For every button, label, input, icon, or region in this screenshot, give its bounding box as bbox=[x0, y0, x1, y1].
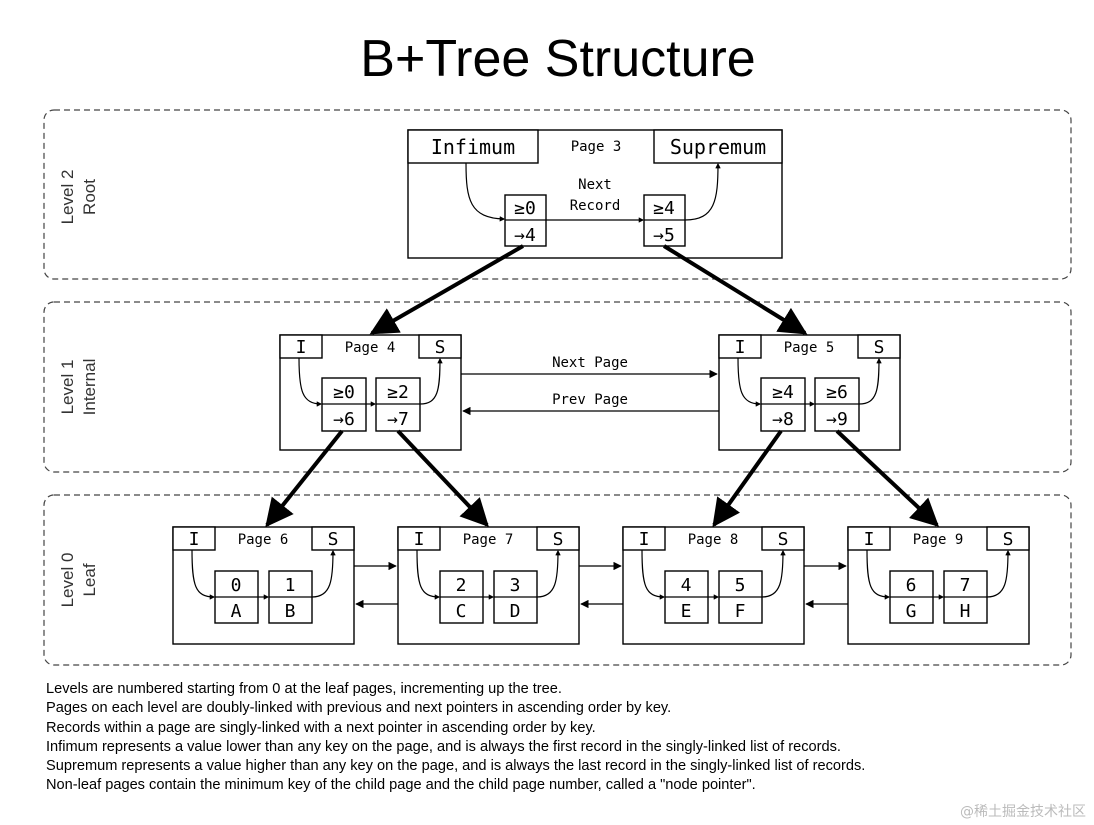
root-infimum-label: Infimum bbox=[431, 135, 515, 159]
page-7-record-1-key: 3 bbox=[510, 575, 521, 596]
page-7-infimum: I bbox=[414, 529, 425, 550]
page-9-record-0-key: 6 bbox=[906, 575, 917, 596]
note-infimum: Infimum represents a value lower than an… bbox=[46, 738, 841, 755]
page-title: B+Tree Structure bbox=[360, 30, 755, 88]
page-6-supremum: S bbox=[328, 529, 339, 550]
page-6-record-0-val: A bbox=[231, 601, 242, 622]
page-5-infimum: I bbox=[735, 337, 746, 358]
root-record-0-ptr: →4 bbox=[514, 225, 536, 246]
root-infimum-link bbox=[465, 162, 506, 222]
page-6-record-0-key: 0 bbox=[231, 575, 242, 596]
page-4-record-0-ptr: →6 bbox=[333, 409, 355, 430]
note-supremum: Supremum represents a value higher than … bbox=[46, 758, 866, 775]
level-0-label: Level 0 Leaf bbox=[58, 553, 99, 608]
page-4-number: Page 4 bbox=[345, 340, 396, 356]
page-8-record-0-key: 4 bbox=[681, 575, 692, 596]
svg-text:Level 1: Level 1 bbox=[58, 360, 77, 415]
level-2-band bbox=[43, 109, 1072, 280]
page-9-record-1-val: H bbox=[960, 601, 971, 622]
next-page-label: Next Page bbox=[552, 355, 628, 371]
page-6-record-1-val: B bbox=[285, 601, 296, 622]
page-7-record-0-val: C bbox=[456, 601, 467, 622]
next-record-label-1: Next bbox=[578, 177, 612, 193]
root-supremum-cell bbox=[653, 129, 783, 164]
note-singly-linked: Records within a page are singly-linked … bbox=[46, 719, 596, 736]
page-5-record-1-key: ≥6 bbox=[826, 382, 848, 403]
svg-text:Internal: Internal bbox=[80, 359, 99, 416]
page-8-supremum: S bbox=[778, 529, 789, 550]
root-page-number: Page 3 bbox=[571, 139, 622, 155]
explanation-notes: Levels are numbered starting from 0 at t… bbox=[46, 680, 1046, 796]
page-4-record-0-key: ≥0 bbox=[333, 382, 355, 403]
page-8-record-1-val: F bbox=[735, 601, 746, 622]
page-5-record-0-key: ≥4 bbox=[772, 382, 794, 403]
page-4-record-1-key: ≥2 bbox=[387, 382, 409, 403]
leaf-page-6: I S Page 6 0 A 1 B bbox=[172, 526, 355, 645]
page-6-record-1-key: 1 bbox=[285, 575, 296, 596]
page-4-record-1-ptr: →7 bbox=[387, 409, 409, 430]
note-doubly-linked: Pages on each level are doubly-linked wi… bbox=[46, 700, 672, 717]
root-record-0-key: ≥0 bbox=[514, 198, 536, 219]
page-4-supremum: S bbox=[435, 337, 446, 358]
level-2-label: Level 2 Root bbox=[58, 170, 99, 225]
page-5-number: Page 5 bbox=[784, 340, 835, 356]
node-pointer-arrows bbox=[265, 244, 940, 528]
leaf-page-7: I S Page 7 2 C 3 D bbox=[397, 526, 580, 645]
root-record-1-key: ≥4 bbox=[653, 198, 675, 219]
page-7-number: Page 7 bbox=[463, 532, 514, 548]
note-levels: Levels are numbered starting from 0 at t… bbox=[46, 681, 562, 697]
page-8-number: Page 8 bbox=[688, 532, 739, 548]
root-supremum-link bbox=[684, 162, 721, 221]
page-6-number: Page 6 bbox=[238, 532, 289, 548]
leaf-page-9: I S Page 9 6 G 7 H bbox=[847, 526, 1030, 645]
internal-page-5: I S Page 5 ≥4 →8 ≥6 →9 bbox=[718, 334, 901, 451]
leaf-sibling-links bbox=[354, 561, 848, 609]
root-supremum-label: Supremum bbox=[670, 135, 766, 159]
leaf-page-8: I S Page 8 4 E 5 F bbox=[622, 526, 805, 645]
page-9-record-0-val: G bbox=[906, 601, 917, 622]
page-9-supremum: S bbox=[1003, 529, 1014, 550]
page-9-number: Page 9 bbox=[913, 532, 964, 548]
svg-text:Level 0: Level 0 bbox=[58, 553, 77, 608]
page-9-infimum: I bbox=[864, 529, 875, 550]
page-4-infimum: I bbox=[296, 337, 307, 358]
page-5-record-1-ptr: →9 bbox=[826, 409, 848, 430]
next-record-label-2: Record bbox=[570, 198, 621, 214]
page-6-infimum: I bbox=[189, 529, 200, 550]
page-9-record-1-key: 7 bbox=[960, 575, 971, 596]
btree-diagram: B+Tree Structure Level 2 Root Level 1 In… bbox=[43, 30, 1072, 666]
page-8-record-0-val: E bbox=[681, 601, 692, 622]
level-0-band bbox=[43, 494, 1072, 666]
level-1-band bbox=[43, 301, 1072, 473]
page-7-supremum: S bbox=[553, 529, 564, 550]
root-infimum-cell bbox=[407, 129, 539, 164]
watermark: @稀土掘金技术社区 bbox=[960, 804, 1086, 820]
page-8-record-1-key: 5 bbox=[735, 575, 746, 596]
level-1-label: Level 1 Internal bbox=[58, 359, 99, 416]
internal-page-4: I S Page 4 ≥0 →6 ≥2 →7 bbox=[279, 334, 462, 451]
page-7-record-1-val: D bbox=[510, 601, 521, 622]
page-5-record-0-ptr: →8 bbox=[772, 409, 794, 430]
page-8-infimum: I bbox=[639, 529, 650, 550]
root-record-1-ptr: →5 bbox=[653, 225, 675, 246]
svg-text:Leaf: Leaf bbox=[80, 563, 99, 596]
prev-page-label: Prev Page bbox=[552, 392, 628, 408]
page-5-supremum: S bbox=[874, 337, 885, 358]
note-node-pointer: Non-leaf pages contain the minimum key o… bbox=[46, 777, 756, 794]
svg-text:Root: Root bbox=[80, 179, 99, 215]
page-7-record-0-key: 2 bbox=[456, 575, 467, 596]
root-page-3: Infimum Supremum Page 3 Next Record ≥0 →… bbox=[407, 129, 783, 259]
svg-text:Level 2: Level 2 bbox=[58, 170, 77, 225]
